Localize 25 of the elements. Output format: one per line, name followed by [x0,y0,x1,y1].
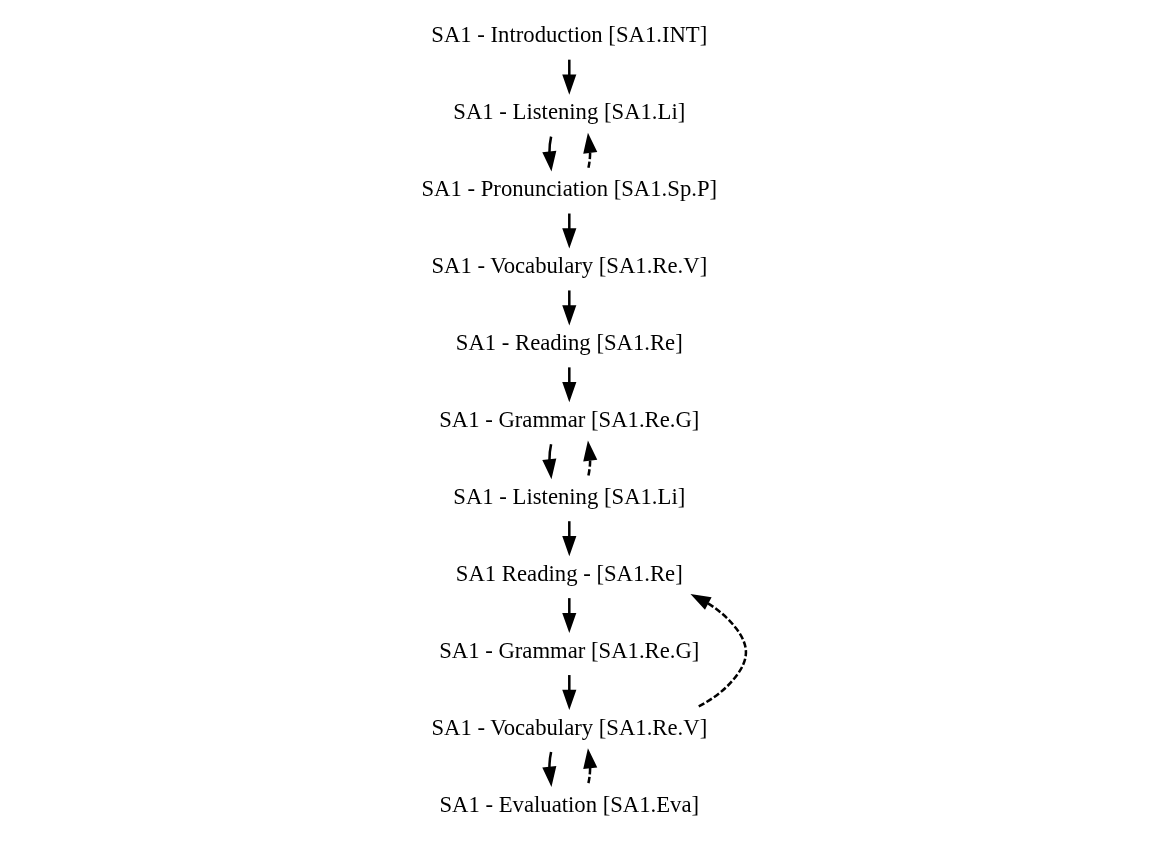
arrow [582,748,597,784]
node-text: SA1 - Grammar [SA1.Re.G] [438,637,699,663]
arrow [541,136,556,172]
arrow [561,675,576,710]
arrow [541,444,556,480]
arrow [561,290,576,326]
node-text: SA1 - Listening [SA1.Li] [452,483,685,509]
node-text: SA1 - Introduction [SA1.INT] [430,22,707,48]
arrow [561,598,576,634]
arrow [689,594,747,708]
node-text: SA1 - Evaluation [SA1.Eva] [439,791,699,817]
arrow [582,132,597,168]
node-text: SA1 - Grammar [SA1.Re.G] [438,407,699,433]
arrow [561,521,576,557]
node-text: SA1 - Vocabulary [SA1.Re.V] [430,253,707,279]
node-text: SA1 - Listening [SA1.Li] [452,99,685,125]
arrow [541,751,556,787]
arrow [582,440,597,476]
node-text: SA1 - Vocabulary [SA1.Re.V] [430,714,707,740]
node-text: SA1 - Pronunciation [SA1.Sp.P] [421,176,717,202]
arrow [561,59,576,95]
arrow [561,213,576,249]
node-text: SA1 Reading - [SA1.Re] [455,560,683,586]
node-text: SA1 - Reading [SA1.Re] [455,330,683,356]
arrow [561,367,576,403]
